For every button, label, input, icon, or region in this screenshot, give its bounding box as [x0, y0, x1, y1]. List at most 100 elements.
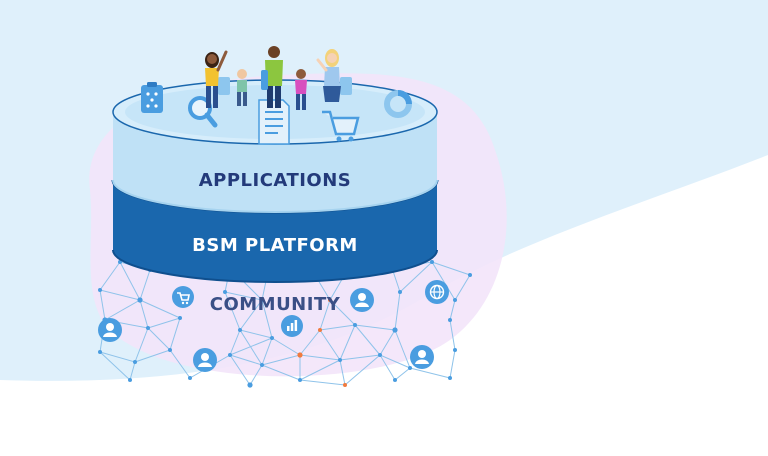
network-dot — [298, 378, 302, 382]
network-link — [261, 354, 301, 366]
network-link — [394, 367, 411, 381]
network-dot — [188, 376, 192, 380]
network-dot — [98, 350, 102, 354]
network-link — [339, 354, 381, 361]
bar-chart-node-icon — [281, 315, 303, 337]
network-link — [224, 291, 241, 331]
network-link — [431, 261, 456, 301]
network-link — [139, 299, 181, 319]
network-link — [104, 299, 141, 321]
network-link — [99, 351, 136, 363]
shopping-cart-icon — [322, 110, 360, 142]
network-link — [229, 354, 263, 366]
network-dot — [398, 290, 402, 294]
man-standing-icon — [261, 46, 283, 108]
network-link — [147, 317, 181, 329]
woman-presenting-icon — [316, 49, 341, 102]
network-link — [449, 319, 456, 351]
network-link — [449, 349, 456, 379]
network-dot — [297, 352, 303, 358]
network-link — [229, 337, 273, 356]
network-link — [299, 329, 321, 356]
network-link — [379, 329, 396, 356]
network-link — [399, 261, 433, 293]
network-link — [329, 299, 356, 326]
network-link — [261, 299, 273, 339]
user-node-icon — [193, 348, 217, 372]
network-link — [379, 354, 411, 369]
network-link — [139, 299, 149, 329]
community-label: COMMUNITY — [210, 294, 341, 315]
network-dot — [137, 297, 143, 303]
network-link — [354, 324, 396, 331]
network-dot — [328, 298, 332, 302]
network-link — [249, 364, 263, 386]
tablet-icon — [340, 77, 352, 95]
network-link — [344, 354, 381, 386]
cart-node-icon — [172, 286, 194, 308]
network-link — [319, 299, 331, 331]
network-link — [454, 274, 471, 301]
network-link — [169, 317, 181, 351]
network-link — [229, 354, 251, 386]
chart-ring-icon — [384, 90, 412, 118]
people-group — [205, 46, 341, 110]
network-link — [299, 359, 341, 381]
network-dot — [393, 378, 397, 382]
network-link — [129, 361, 136, 381]
woman-waving-icon — [205, 50, 228, 108]
network-link — [99, 351, 131, 381]
user-node-icon — [350, 288, 374, 312]
network-link — [134, 327, 149, 363]
network-dot — [453, 298, 457, 302]
network-dot — [228, 353, 232, 357]
tablet-icon — [218, 77, 230, 95]
network-dot — [338, 358, 342, 362]
network-dot — [178, 316, 182, 320]
network-link — [299, 354, 341, 361]
globe-node-icon — [425, 280, 449, 304]
network-link — [147, 327, 171, 351]
network-link — [319, 324, 356, 331]
user-node-icon — [410, 345, 434, 369]
network-link — [379, 354, 396, 381]
applications-label: APPLICATIONS — [199, 170, 352, 191]
document-icon — [258, 99, 290, 145]
network-link — [394, 291, 401, 331]
network-link — [449, 299, 456, 321]
network-link — [354, 324, 381, 356]
network-link — [239, 329, 263, 366]
network-dot — [378, 353, 382, 357]
child-icon — [237, 69, 247, 106]
network-link — [299, 379, 346, 386]
magnifier-icon — [188, 96, 218, 128]
network-link — [239, 299, 263, 331]
network-link — [119, 261, 141, 301]
network-dot — [128, 378, 132, 382]
network-dot — [260, 363, 264, 367]
network-link — [409, 367, 451, 379]
network-dot — [408, 366, 412, 370]
network-link — [99, 289, 141, 301]
network-link — [139, 269, 151, 301]
network-link — [339, 359, 346, 386]
network-link — [431, 261, 471, 276]
platform-label: BSM PLATFORM — [192, 235, 358, 256]
network-link — [394, 329, 411, 369]
network-dot — [260, 298, 264, 302]
network-dot — [247, 382, 253, 388]
network-dot — [270, 336, 274, 340]
girl-icon — [295, 69, 307, 110]
network-dot — [448, 376, 452, 380]
network-dot — [392, 327, 398, 333]
network-link — [224, 291, 263, 301]
network-dot — [133, 360, 137, 364]
network-dot — [343, 383, 347, 387]
network-dot — [238, 328, 242, 332]
network-link — [229, 329, 241, 356]
network-link — [239, 329, 273, 339]
network-link — [99, 289, 106, 321]
network-link — [261, 364, 301, 381]
user-node-icon — [98, 318, 122, 342]
